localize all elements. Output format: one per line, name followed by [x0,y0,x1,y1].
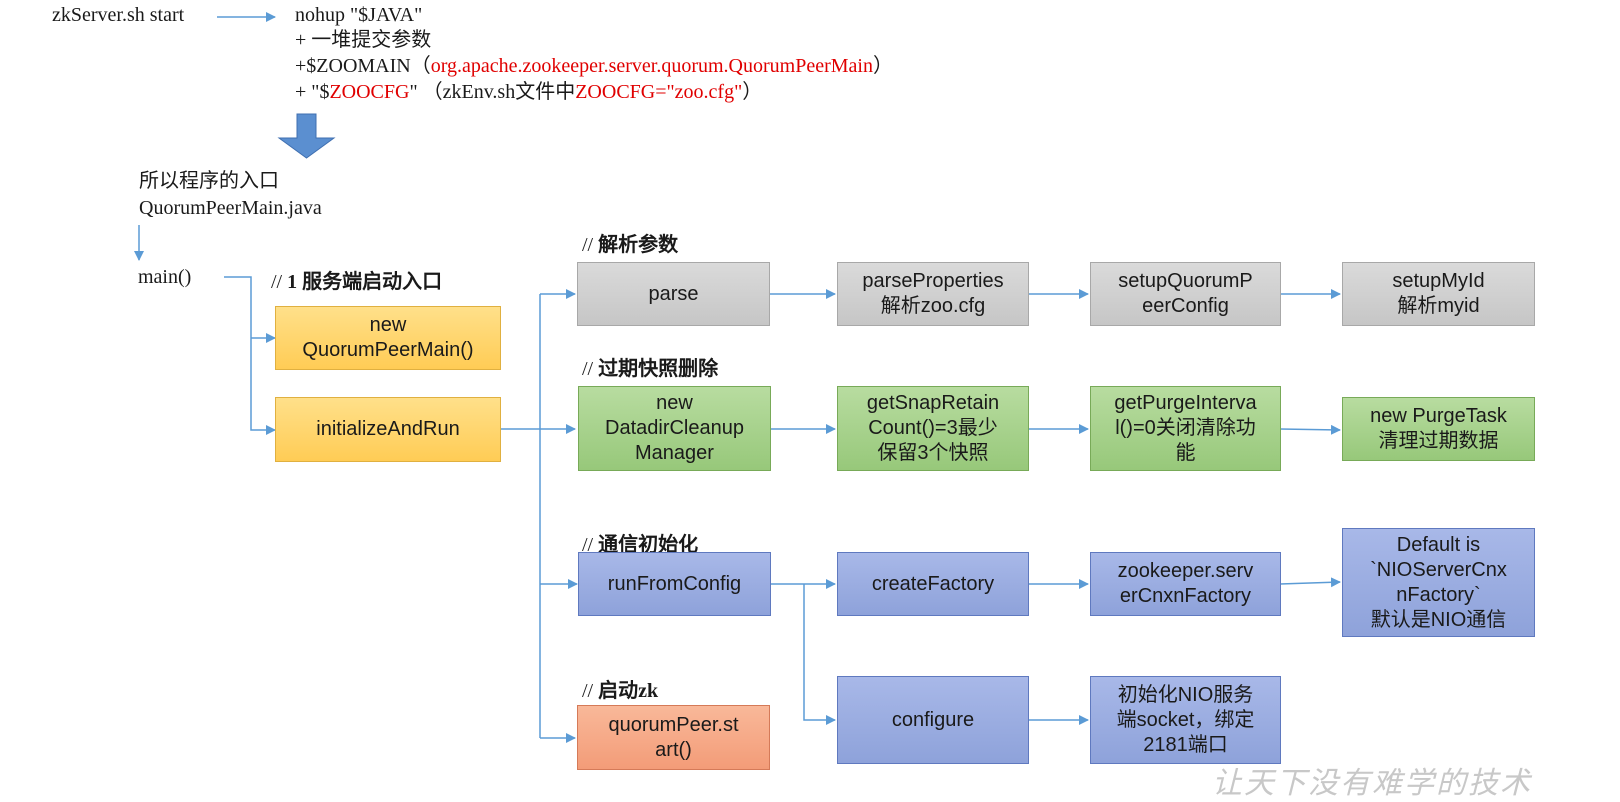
cmd-line-2: + 一堆提交参数 [295,29,432,51]
box-line: nFactory` [1396,583,1481,606]
label-purge: // 过期快照删除 [582,352,718,381]
box-line: zookeeper.serv [1117,560,1254,582]
box-create-factory[interactable]: createFactory [837,552,1029,616]
box-line: setupQuorumP [1118,270,1253,292]
label-slash: // [582,534,594,556]
box-line: 默认是NIO通信 [1370,608,1507,631]
box-parse[interactable]: parse [577,262,770,326]
box-line: 解析zoo.cfg [880,295,986,317]
label-parse-args: // 解析参数 [582,228,678,257]
label-slash: // [582,358,594,380]
box-line: parse [648,282,699,305]
box-line: Default is [1396,533,1481,556]
box-line: DatadirCleanup [605,417,744,439]
label-server-start-text: 1 服务端启动入口 [282,271,443,293]
arrow-zk-default [1279,577,1341,588]
cmd-line-1: nohup "$JAVA" [295,4,423,26]
box-run-from-config[interactable]: runFromConfig [578,552,771,616]
box-line: 保留3个快照 [877,442,989,464]
arrow-purge-task [1279,424,1341,435]
label-slash: // [582,680,594,702]
cmd-line-4-d: ZOOCFG="zoo.cfg" [575,81,743,103]
box-line: 清理过期数据 [1378,430,1499,452]
cmd-line-4-c: " （zkEnv.sh文件中 [409,81,576,103]
box-line: 2181端口 [1143,733,1228,756]
cmd-line-4-a: + "$ [295,81,330,103]
cmd-line-4-b: ZOOCFG [329,81,410,103]
box-line: eerConfig [1142,295,1229,317]
box-line: parseProperties [862,270,1004,292]
box-line: art() [655,738,692,761]
label-start-zk: // 启动zk [582,674,658,703]
box-line: Manager [635,442,714,464]
box-configure[interactable]: configure [837,676,1029,764]
label-start-zk-text: 启动zk [593,680,659,702]
box-line: setupMyId [1392,270,1485,292]
cmd-line-3: +$ZOOMAIN（org.apache.zookeeper.server.qu… [295,54,893,78]
box-line: new [656,392,693,414]
main-text: main() [138,266,192,288]
label-slash: // [582,234,594,256]
box-new-purge-task[interactable]: new PurgeTask 清理过期数据 [1342,397,1535,461]
box-setup-myid[interactable]: setupMyId 解析myid [1342,262,1535,326]
label-purge-text: 过期快照删除 [593,358,719,380]
box-parse-properties[interactable]: parseProperties 解析zoo.cfg [837,262,1029,326]
cmd-line-3-b: org.apache.zookeeper.server.quorum.Quoru… [430,55,873,77]
box-line: quorumPeer.st [608,713,739,736]
watermark-text: 让天下没有难学的技术 [1212,766,1532,801]
box-line: new [369,314,407,336]
box-line: 能 [1175,442,1196,464]
box-line: 解析myid [1397,295,1480,317]
box-line: configure [891,708,975,731]
label-slash: // [271,271,283,293]
box-line: QuorumPeerMain() [302,339,474,361]
box-line: getSnapRetain [866,392,1000,414]
label-server-start: // 1 服务端启动入口 [271,265,442,294]
box-line: runFromConfig [607,572,742,595]
entry-line-1: 所以程序的入口 [139,170,279,192]
box-line: 端socket，绑定 [1116,708,1255,731]
box-line: erCnxnFactory [1119,585,1252,607]
arrow-rfc-configure [803,584,836,725]
cmd-line-4: + "$ZOOCFG" （zkEnv.sh文件中ZOOCFG="zoo.cfg"… [295,80,762,104]
arrow-main-init [224,276,276,435]
box-line: l()=0关闭清除功 [1115,417,1256,439]
box-line: Count()=3最少 [868,417,998,439]
box-setup-quorum-peer-config[interactable]: setupQuorumP eerConfig [1090,262,1281,326]
box-zookeeper-server-cnxn-factory[interactable]: zookeeper.serv erCnxnFactory [1090,552,1281,616]
label-comm: // 通信初始化 [582,528,698,557]
cmd-line-4-e: ） [742,81,763,103]
box-line: 初始化NIO服务 [1117,683,1254,706]
entry-line-2: QuorumPeerMain.java [139,197,322,219]
box-line: new PurgeTask [1370,405,1507,427]
box-line: `NIOServerCnx [1370,558,1507,581]
box-line: createFactory [871,572,995,595]
box-line: getPurgeInterva [1114,392,1257,414]
box-get-purge-interval[interactable]: getPurgeInterva l()=0关闭清除功能 [1090,386,1281,471]
cmd-text: zkServer.sh start [52,4,185,26]
label-parse-args-text: 解析参数 [593,234,679,256]
box-line: initializeAndRun [316,418,460,440]
cmd-line-3-a: +$ZOOMAIN（ [295,55,431,77]
big-down-arrow-icon [277,113,336,159]
box-initialize-and-run[interactable]: initializeAndRun [275,397,501,462]
cmd-line-3-c: ） [872,55,893,77]
label-comm-text: 通信初始化 [593,534,699,556]
